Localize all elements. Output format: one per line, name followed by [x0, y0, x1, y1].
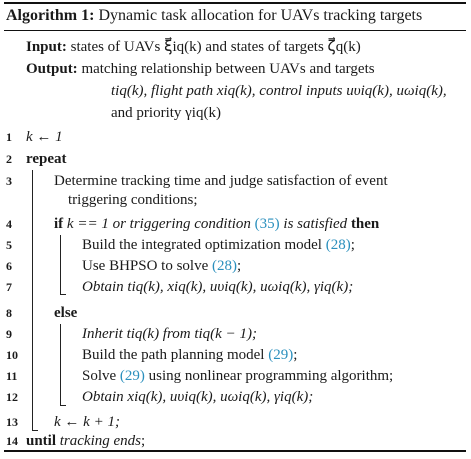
line-number: 13 [6, 415, 18, 429]
until-keyword: until [26, 433, 57, 449]
output-line-2: tiq(k), flight path xiq(k), control inpu… [111, 82, 447, 100]
line-number: 6 [6, 259, 12, 273]
else-block-end [60, 405, 66, 406]
until-condition: tracking ends [59, 433, 141, 449]
equation-ref[interactable]: (28) [212, 258, 238, 274]
repeat-keyword: repeat [26, 151, 67, 167]
equation-ref[interactable]: (29) [119, 368, 145, 384]
line-10-text: Build the path planning model [82, 347, 265, 363]
line-14-tail: ; [141, 433, 146, 449]
line-7-text: Obtain tiq(k), xiq(k), uυiq(k), uωiq(k),… [82, 279, 354, 295]
line-3-text-1: Determine tracking time and judge satisf… [54, 173, 388, 189]
equation-ref[interactable]: (35) [254, 216, 280, 232]
repeat-block-bar [32, 170, 33, 430]
else-keyword: else [54, 305, 78, 321]
line-number: 10 [6, 348, 18, 362]
input-text: states of UAVs ξ⃗iq(k) and states of tar… [70, 39, 361, 55]
output-text-1: matching relationship between UAVs and t… [81, 61, 375, 77]
if-condition-pre: k == 1 [66, 216, 109, 232]
line-11-post: using nonlinear programming algorithm; [148, 368, 394, 384]
input-keyword: Input: [26, 39, 67, 55]
algo-line-3-cont: triggering conditions; [68, 191, 198, 209]
line-number: 1 [6, 130, 12, 144]
line-number: 12 [6, 390, 18, 404]
if-condition-post: is satisfied [283, 216, 348, 232]
caption-title: Dynamic task allocation for UAVs trackin… [98, 7, 423, 24]
line-number: 9 [6, 327, 12, 341]
algorithm-caption: Algorithm 1: Dynamic task allocation for… [6, 7, 422, 25]
else-block-bar [60, 324, 61, 406]
line-3-text-2: triggering conditions; [68, 192, 198, 208]
if-condition-mid: or triggering condition [112, 216, 251, 232]
if-block-bar [60, 235, 61, 295]
output-text-3: and priority γiq(k) [111, 105, 221, 121]
algo-line-2: repeat [26, 150, 67, 168]
line-number: 5 [6, 238, 12, 252]
caption-rule [4, 30, 466, 31]
equation-ref[interactable]: (28) [325, 237, 351, 253]
equation-ref[interactable]: (29) [268, 347, 294, 363]
output-line-3: and priority γiq(k) [111, 104, 221, 122]
init-statement: k ← 1 [26, 129, 63, 145]
if-keyword: if [54, 216, 64, 232]
line-13-text: k ← k + 1; [54, 414, 120, 430]
line-10-tail: ; [293, 347, 298, 363]
output-line: Output: matching relationship between UA… [26, 60, 375, 78]
if-block-end [60, 294, 66, 295]
line-number: 4 [6, 217, 12, 231]
line-6-tail: ; [237, 258, 242, 274]
algo-line-14: until tracking ends; [26, 432, 145, 450]
line-5-text: Build the integrated optimization model [82, 237, 322, 253]
top-rule [4, 2, 466, 4]
algo-line-1: k ← 1 [26, 128, 63, 146]
line-number: 7 [6, 280, 12, 294]
algo-line-5: Build the integrated optimization model … [82, 236, 355, 254]
caption-label: Algorithm 1: [6, 7, 95, 24]
algo-line-12: Obtain xiq(k), uυiq(k), uωiq(k), γiq(k); [82, 388, 313, 406]
then-keyword: then [350, 216, 380, 232]
output-keyword: Output: [26, 61, 78, 77]
algo-line-8: else [54, 304, 77, 322]
algo-line-10: Build the path planning model (29); [82, 346, 297, 364]
line-12-text: Obtain xiq(k), uυiq(k), uωiq(k), γiq(k); [82, 389, 314, 405]
algorithm-block: Algorithm 1: Dynamic task allocation for… [4, 2, 466, 452]
line-number: 2 [6, 152, 12, 166]
algo-line-3: Determine tracking time and judge satisf… [54, 172, 388, 190]
algo-line-11: Solve (29) using nonlinear programming a… [82, 367, 393, 385]
line-number: 14 [6, 434, 18, 448]
line-6-text: Use BHPSO to solve [82, 258, 209, 274]
algo-line-4: if k == 1 or triggering condition (35) i… [54, 215, 379, 233]
algo-line-9: Inherit tiq(k) from tiq(k − 1); [82, 325, 257, 343]
line-11-pre: Solve [82, 368, 117, 384]
input-line: Input: states of UAVs ξ⃗iq(k) and states… [26, 38, 361, 56]
algo-line-13: k ← k + 1; [54, 413, 120, 431]
line-5-tail: ; [350, 237, 355, 253]
line-number: 11 [6, 369, 18, 383]
bottom-rule [4, 450, 466, 452]
repeat-block-end [32, 430, 38, 431]
output-text-2: tiq(k), flight path xiq(k), control inpu… [111, 83, 447, 99]
line-9-text: Inherit tiq(k) from tiq(k − 1); [82, 326, 257, 342]
algo-line-7: Obtain tiq(k), xiq(k), uυiq(k), uωiq(k),… [82, 278, 353, 296]
line-number: 3 [6, 174, 12, 188]
line-number: 8 [6, 306, 12, 320]
algo-line-6: Use BHPSO to solve (28); [82, 257, 241, 275]
